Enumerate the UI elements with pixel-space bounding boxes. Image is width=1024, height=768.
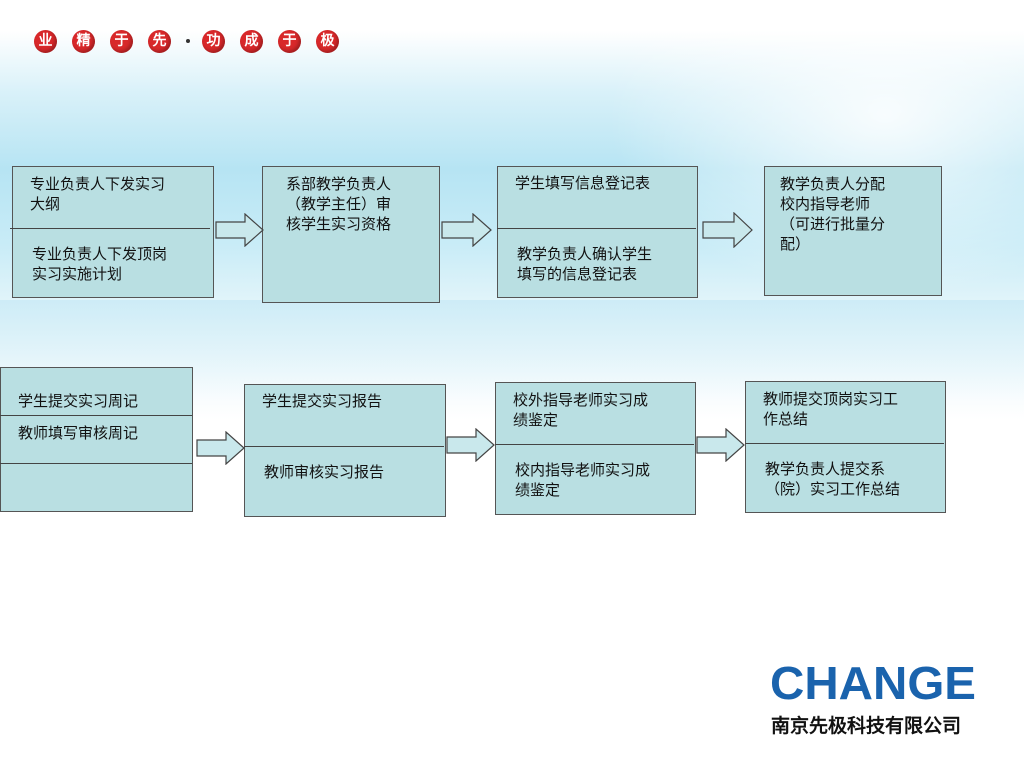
slogan-char: 极 bbox=[316, 29, 339, 53]
flow-box-text: 教学负责人分配 校内指导老师 （可进行批量分 配） bbox=[780, 175, 886, 253]
flow-box-divider bbox=[0, 415, 192, 416]
flow-box-weekly-log bbox=[0, 367, 193, 512]
flow-box-text: 校内指导老师实习成 绩鉴定 bbox=[515, 461, 651, 499]
flow-box-divider bbox=[745, 443, 944, 444]
flow-box-text: 学生提交实习周记 bbox=[18, 392, 139, 410]
slogan-char: 精 bbox=[72, 29, 95, 53]
slogan: 业 精 于 先 功 成 于 极 bbox=[34, 28, 354, 54]
flow-box-text: 学生提交实习报告 bbox=[262, 392, 383, 410]
flow-box-divider bbox=[0, 463, 192, 464]
company-name: 南京先极科技有限公司 bbox=[771, 715, 962, 737]
slogan-char: 于 bbox=[110, 29, 133, 53]
slogan-char: 业 bbox=[34, 29, 57, 53]
change-logo: CHANGE bbox=[770, 660, 976, 704]
slogan-separator-dot bbox=[186, 39, 190, 43]
flow-box-text: 教师填写审核周记 bbox=[18, 424, 139, 442]
flow-box-text: 系部教学负责人 （教学主任）审 核学生实习资格 bbox=[286, 175, 392, 233]
flow-box-text: 教学负责人确认学生 填写的信息登记表 bbox=[517, 245, 653, 283]
slogan-char: 于 bbox=[278, 29, 301, 53]
flow-box-text: 校外指导老师实习成 绩鉴定 bbox=[513, 391, 649, 429]
flow-box-text: 教师提交顶岗实习工 作总结 bbox=[763, 390, 899, 428]
flow-box-text: 教师审核实习报告 bbox=[264, 463, 385, 481]
flow-box-text: 专业负责人下发实习 大纲 bbox=[30, 175, 166, 213]
flow-box-summary bbox=[745, 381, 946, 513]
slogan-char: 成 bbox=[240, 29, 263, 53]
slogan-char: 功 bbox=[202, 29, 225, 53]
flow-box-text: 教学负责人提交系 （院）实习工作总结 bbox=[765, 460, 901, 498]
flow-box-divider bbox=[10, 228, 210, 229]
flow-box-divider bbox=[497, 228, 696, 229]
logo-brand-text: CHANGE bbox=[770, 660, 976, 704]
slogan-char: 先 bbox=[148, 29, 171, 53]
flow-box-report bbox=[244, 384, 446, 517]
flow-arrow-right-icon bbox=[702, 212, 753, 248]
flow-box-text: 学生填写信息登记表 bbox=[515, 174, 651, 192]
flow-box-divider bbox=[495, 444, 694, 445]
flow-box-qualification bbox=[262, 166, 440, 303]
flow-box-grading bbox=[495, 382, 696, 515]
flow-arrow-right-icon bbox=[441, 213, 492, 247]
flow-arrow-right-icon bbox=[446, 428, 495, 462]
flow-arrow-right-icon bbox=[696, 428, 745, 462]
flow-box-registration bbox=[497, 166, 698, 298]
flow-arrow-right-icon bbox=[215, 213, 264, 247]
flow-arrow-right-icon bbox=[196, 431, 245, 465]
flow-box-divider bbox=[244, 446, 444, 447]
flow-box-text: 专业负责人下发顶岗 实习实施计划 bbox=[32, 245, 168, 283]
flow-box-syllabus bbox=[12, 166, 214, 298]
flow-box-assign-teacher bbox=[764, 166, 942, 296]
